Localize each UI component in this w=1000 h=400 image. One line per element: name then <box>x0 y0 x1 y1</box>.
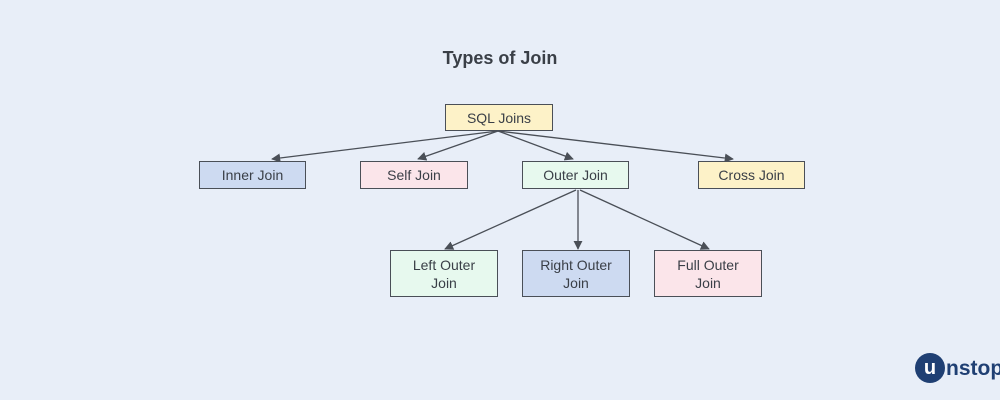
edge-root-outer <box>497 130 574 161</box>
edge-root-inner <box>271 130 499 163</box>
edge-outer-full <box>579 189 710 250</box>
edge-root-cross <box>497 130 734 163</box>
node-cross-join: Cross Join <box>698 161 805 189</box>
logo-circle: u <box>915 353 945 383</box>
node-left-outer-join: Left Outer Join <box>390 250 498 297</box>
edge-root-self <box>417 130 499 161</box>
logo-text: nstop <box>946 356 1000 380</box>
node-self-join: Self Join <box>360 161 468 189</box>
unstop-logo: u nstop <box>915 352 1000 384</box>
node-outer-join: Outer Join <box>522 161 629 189</box>
diagram-title: Types of Join <box>442 48 558 68</box>
node-inner-join: Inner Join <box>199 161 306 189</box>
node-sql-joins: SQL Joins <box>445 104 553 131</box>
node-full-outer-join: Full Outer Join <box>654 250 762 297</box>
node-right-outer-join: Right Outer Join <box>522 250 630 297</box>
edge-outer-left <box>444 189 577 250</box>
